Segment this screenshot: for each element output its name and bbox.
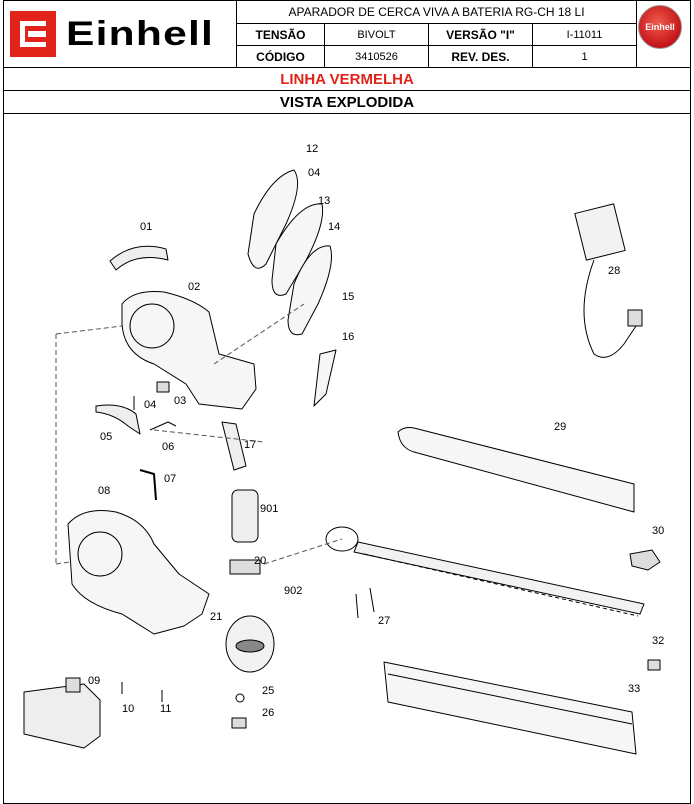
tensao-label: TENSÃO (255, 27, 306, 42)
codigo-label: CÓDIGO (256, 49, 305, 64)
part-32-shape (647, 659, 661, 671)
label-09: 09 (88, 675, 100, 687)
einhell-logo-icon (10, 11, 56, 57)
label-902: 902 (284, 585, 302, 597)
label-17: 17 (244, 439, 256, 451)
versao-label: VERSÃO "I" (446, 27, 515, 42)
label-26: 26 (262, 707, 274, 719)
exploded-view-diagram: 01 02 03 04 04 05 06 07 08 09 10 11 12 1… (3, 114, 691, 804)
label-29: 29 (554, 421, 566, 433)
label-05: 05 (100, 431, 112, 443)
part-13-shape (271, 203, 324, 296)
label-33: 33 (628, 683, 640, 695)
label-03: 03 (174, 395, 186, 407)
part-29-shape (397, 427, 635, 513)
part-08-hole (77, 531, 123, 577)
part-08-shape (67, 510, 210, 635)
part-03-shape (156, 381, 170, 393)
view-title: VISTA EXPLODIDA (3, 91, 691, 114)
label-07: 07 (164, 473, 176, 485)
versao-value: I-11011 (566, 28, 603, 41)
einhell-badge-icon: Einhell (638, 5, 682, 49)
part-28-shape (574, 203, 626, 261)
exploded-view-svg: 01 02 03 04 04 05 06 07 08 09 10 11 12 1… (23, 143, 664, 755)
part-33-shape (383, 661, 637, 755)
part-16-shape (313, 349, 337, 407)
label-11: 11 (160, 703, 171, 715)
label-13: 13 (318, 195, 330, 207)
part-09-shape (23, 683, 101, 749)
label-15: 15 (342, 291, 354, 303)
brand-name: Einhell (66, 14, 215, 53)
label-02: 02 (188, 281, 200, 293)
rev-label: REV. DES. (451, 49, 510, 64)
codigo-value: 3410526 (355, 50, 398, 63)
label-28: 28 (608, 265, 620, 277)
label-27: 27 (378, 615, 390, 627)
label-32: 32 (652, 635, 664, 647)
part-902-blade (353, 541, 645, 615)
header-block: Einhell APARADOR DE CERCA VIVA A BATERIA… (3, 0, 691, 68)
part-17-shape (221, 421, 247, 471)
part-01-shape (109, 245, 169, 271)
brand-logo: Einhell (8, 4, 234, 64)
product-title: APARADOR DE CERCA VIVA A BATERIA RG-CH 1… (288, 5, 585, 19)
label-14: 14 (328, 221, 340, 233)
label-01: 01 (140, 221, 152, 233)
label-901: 901 (260, 503, 278, 515)
label-16: 16 (342, 331, 354, 343)
part-901-shape (231, 489, 259, 543)
label-12: 12 (306, 143, 318, 155)
part-12-shape (247, 169, 299, 269)
line-title: LINHA VERMELHA (3, 68, 691, 91)
label-20: 20 (254, 555, 266, 567)
part-02-shape (121, 291, 257, 410)
part-902-eye (325, 526, 359, 552)
label-21: 21 (210, 611, 222, 623)
rev-value: 1 (581, 50, 588, 63)
tensao-value: BIVOLT (357, 28, 396, 41)
part-02-hole (129, 303, 175, 349)
label-30: 30 (652, 525, 664, 537)
part-26-shape (231, 717, 247, 729)
label-10: 10 (122, 703, 134, 715)
part-14-shape (287, 245, 332, 336)
part-20-shape (229, 559, 261, 575)
label-04b: 04 (308, 167, 320, 179)
part-30-shape (629, 549, 661, 571)
label-04a: 04 (144, 399, 156, 411)
part-05-shape (95, 404, 141, 435)
label-08: 08 (98, 485, 110, 497)
label-25: 25 (262, 685, 274, 697)
label-06: 06 (162, 441, 174, 453)
